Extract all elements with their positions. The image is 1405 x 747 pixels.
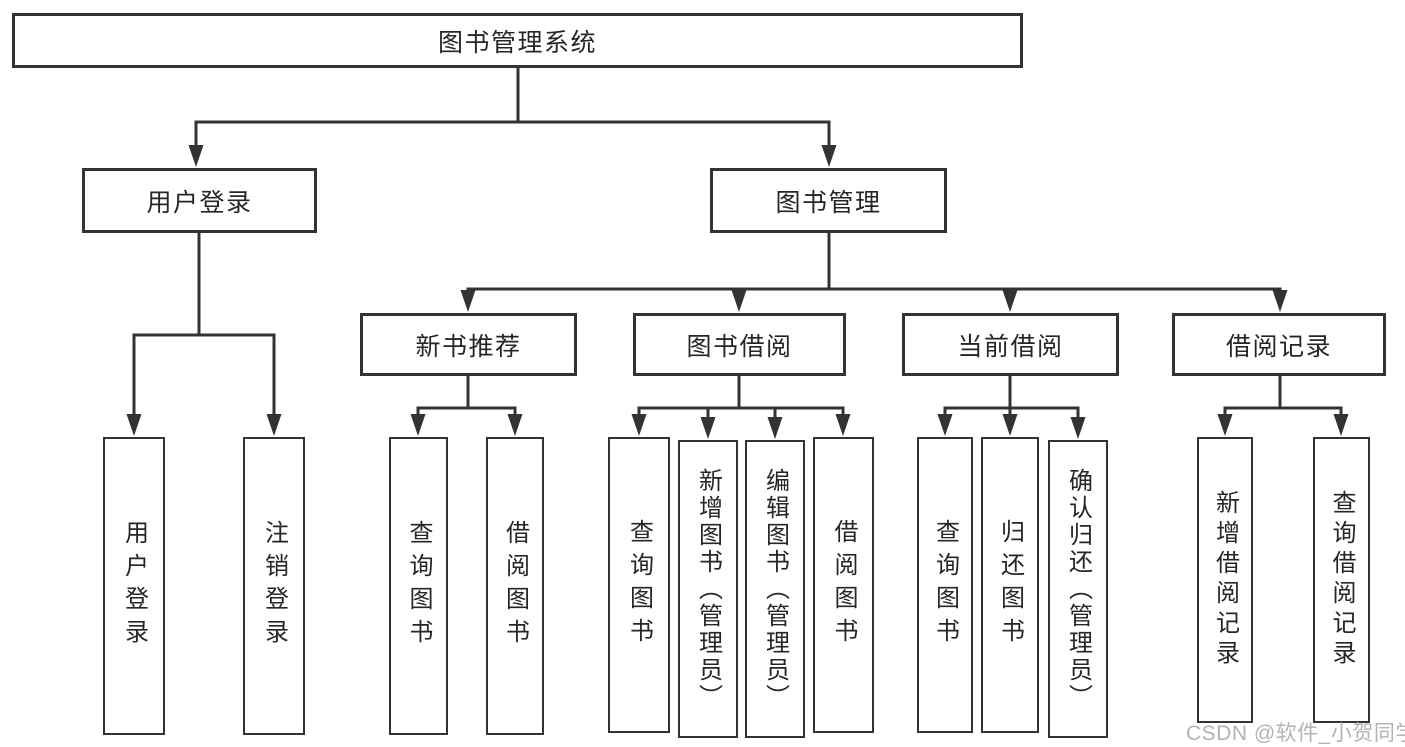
csdn-watermark: CSDN @软件_小贺同学 [1186, 722, 1405, 745]
node-user-login: 用户登录 [82, 168, 317, 233]
connector-records-to-leaves [1217, 376, 1349, 436]
leaf-borrow-books-recommend: 借阅图书 [486, 437, 544, 735]
connector-newbook-to-leaves [410, 376, 523, 436]
connector-root-to-level2 [188, 68, 837, 167]
node-book-borrow: 图书借阅 [633, 313, 846, 376]
leaf-user-login: 用户登录 [103, 437, 165, 735]
leaf-return-book: 归还图书 [981, 437, 1039, 733]
leaf-add-borrow-record: 新增借阅记录 [1197, 437, 1253, 723]
node-book-management: 图书管理 [710, 168, 947, 233]
connector-bookmgmt-to-level3 [460, 233, 1288, 312]
leaf-borrow-books: 借阅图书 [813, 437, 874, 733]
node-new-book-recommend: 新书推荐 [360, 313, 577, 376]
leaf-add-book-admin: 新增图书（管理员） [678, 440, 738, 738]
node-root: 图书管理系统 [12, 13, 1023, 68]
connector-bookborrow-to-leaves [631, 376, 851, 439]
leaf-confirm-return-admin: 确认归还（管理员） [1048, 440, 1108, 738]
leaf-query-books-borrow: 查询图书 [608, 437, 670, 733]
connector-userlogin-to-leaves [126, 233, 282, 436]
leaf-edit-book-admin: 编辑图书（管理员） [745, 440, 805, 738]
leaf-query-borrow-record: 查询借阅记录 [1313, 437, 1370, 723]
leaf-query-books-recommend: 查询图书 [389, 437, 448, 735]
node-borrow-records: 借阅记录 [1172, 313, 1386, 376]
leaf-query-books-current: 查询图书 [917, 437, 973, 733]
leaf-logout: 注销登录 [243, 437, 305, 735]
node-current-borrow: 当前借阅 [902, 313, 1119, 376]
connector-currentborrow-to-leaves [937, 376, 1086, 439]
